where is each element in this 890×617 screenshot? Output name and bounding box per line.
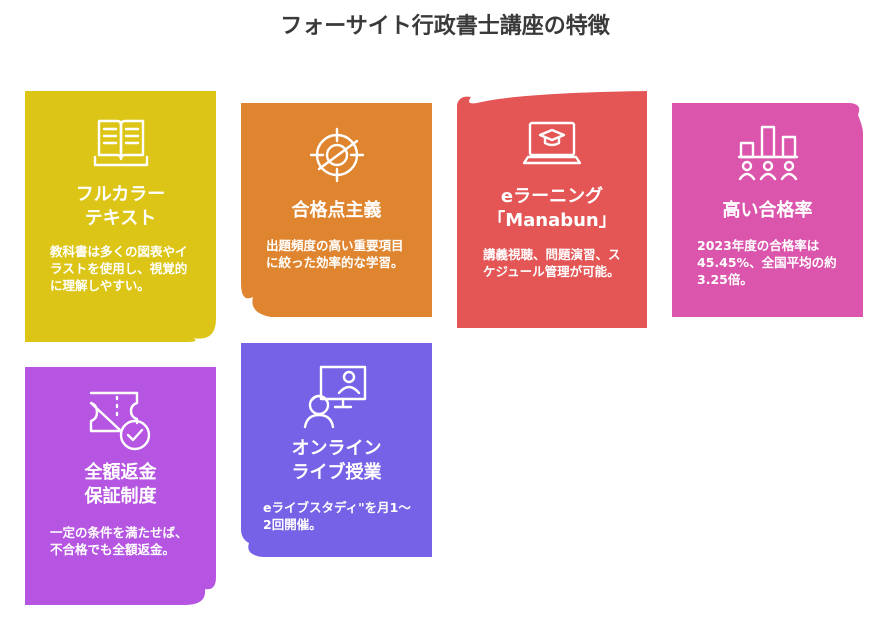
book-icon	[93, 119, 149, 167]
card-title: オンライン ライブ授業	[291, 438, 382, 483]
feature-card-online-live: オンライン ライブ授業 eライブスタディ"を月1〜2回開催。	[241, 343, 432, 557]
card-background	[25, 367, 216, 605]
card-background	[241, 103, 432, 317]
card-background	[672, 103, 863, 317]
ticket-check-icon	[89, 391, 151, 451]
online-teacher-icon	[303, 365, 367, 429]
feature-card-passing-score: 合格点主義 出題頻度の高い重要項目に絞った効率的な学習。	[241, 103, 432, 317]
card-description: 2023年度の合格率は45.45%、全国平均の約3.25倍。	[697, 238, 837, 287]
feature-card-refund: 全額返金 保証制度 一定の条件を満たせば、不合格でも全額返金。	[25, 367, 216, 605]
card-description: 教科書は多くの図表やイラストを使用し、視覚的に理解しやすい。	[50, 244, 188, 293]
card-description: 講義視聴、問題演習、スケジュール管理が可能。	[483, 247, 621, 279]
card-description: eライブスタディ"を月1〜2回開催。	[263, 500, 411, 532]
page-title: フォーサイト行政書士講座の特徴	[280, 14, 610, 39]
card-description: 出題頻度の高い重要項目に絞った効率的な学習。	[266, 238, 404, 270]
card-title: 高い合格率	[722, 200, 813, 221]
card-title: 全額返金 保証制度	[84, 462, 157, 507]
card-title: 合格点主義	[291, 200, 382, 221]
card-title: フルカラー テキスト	[75, 184, 166, 229]
card-title: eラーニング 「Manabun」	[487, 186, 617, 231]
chart-people-icon	[737, 125, 799, 181]
card-background	[25, 91, 216, 342]
card-background	[241, 343, 432, 557]
feature-card-pass-rate: 高い合格率 2023年度の合格率は45.45%、全国平均の約3.25倍。	[672, 103, 863, 317]
card-description: 一定の条件を満たせば、不合格でも全額返金。	[50, 525, 188, 557]
laptop-graduation-icon	[522, 121, 582, 165]
feature-card-full-color-text: フルカラー テキスト 教科書は多くの図表やイラストを使用し、視覚的に理解しやすい…	[25, 91, 216, 342]
card-background	[457, 91, 647, 328]
feature-card-elearning: eラーニング 「Manabun」 講義視聴、問題演習、スケジュール管理が可能。	[457, 91, 647, 328]
target-icon	[309, 127, 365, 183]
